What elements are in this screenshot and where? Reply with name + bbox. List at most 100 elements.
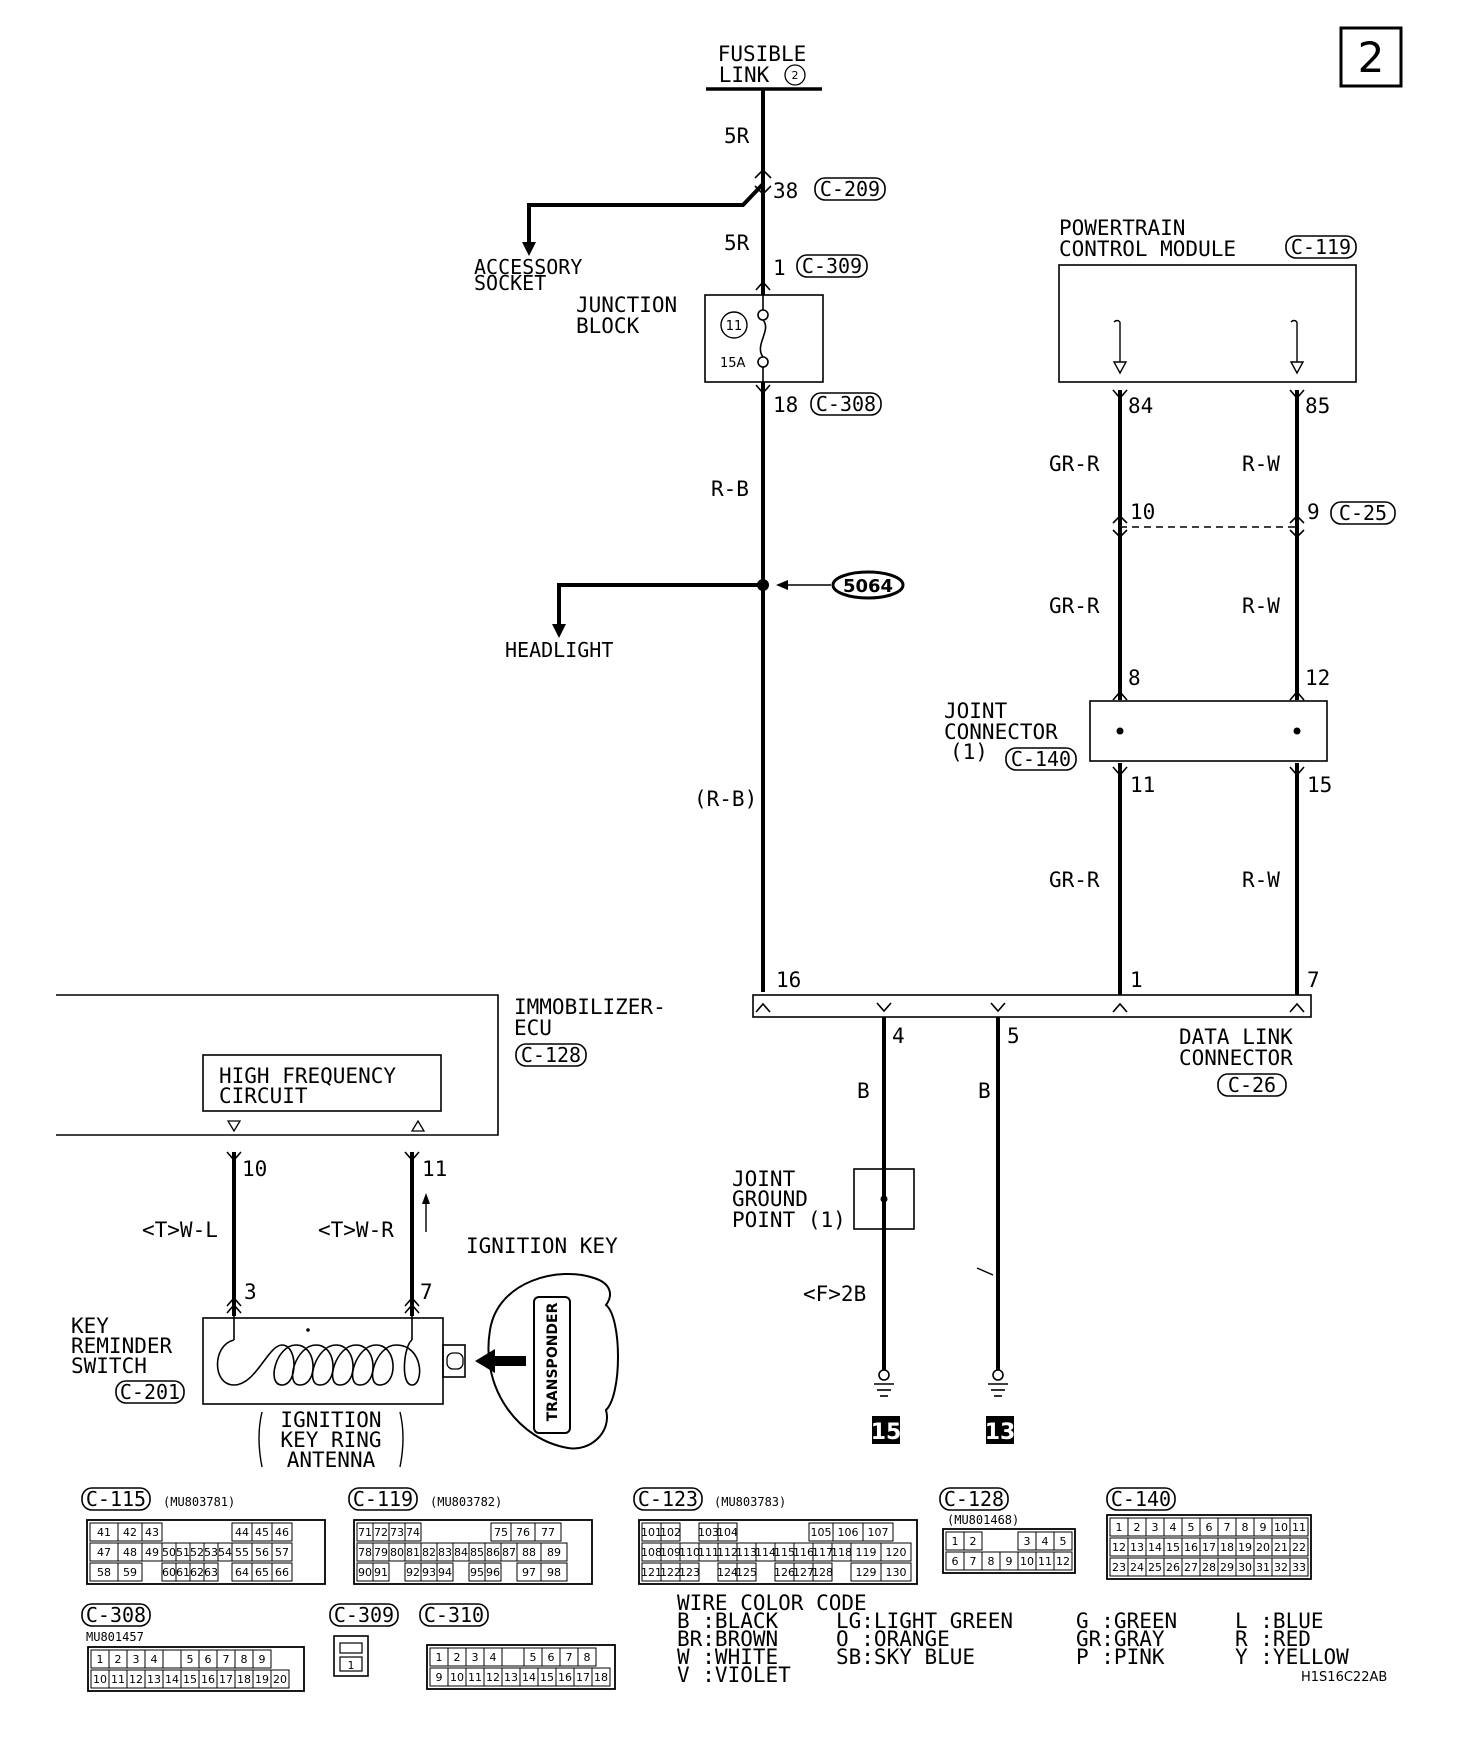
drawing-code: H1S16C22AB bbox=[1301, 1670, 1387, 1685]
page-number-box: 2 bbox=[1339, 26, 1403, 88]
junction-block: JUNCTION BLOCK 11 15A bbox=[576, 293, 824, 383]
badge-c128 bbox=[515, 1043, 587, 1067]
svg-text:B :BLACK: B :BLACK bbox=[677, 1609, 779, 1633]
antenna-label: IGNITION KEY RING ANTENNA bbox=[258, 1408, 404, 1472]
wire-color-code: WIRE COLOR CODE B :BLACK BR:BROWN W :WHI… bbox=[677, 1591, 1349, 1687]
pin-38: 38 bbox=[773, 179, 798, 203]
key-reminder-switch: KEY REMINDER SWITCH C-201 bbox=[71, 1314, 466, 1405]
svg-text:29: 29 bbox=[1220, 1561, 1234, 1574]
svg-text:SB:SKY BLUE: SB:SKY BLUE bbox=[836, 1645, 975, 1669]
svg-text:12: 12 bbox=[129, 1673, 143, 1686]
antenna-label-3: ANTENNA bbox=[287, 1448, 376, 1472]
svg-text:C-308: C-308 bbox=[86, 1603, 146, 1627]
svg-text:72: 72 bbox=[374, 1526, 388, 1539]
pin-85: 85 bbox=[1305, 394, 1330, 418]
pin-1-c309: 1 bbox=[773, 256, 786, 280]
svg-text:11: 11 bbox=[1038, 1555, 1052, 1568]
svg-text:120: 120 bbox=[886, 1546, 907, 1559]
svg-text:11: 11 bbox=[468, 1671, 482, 1684]
svg-text:91: 91 bbox=[374, 1566, 388, 1579]
svg-text:9: 9 bbox=[1006, 1555, 1013, 1568]
svg-text:(MU803783): (MU803783) bbox=[714, 1495, 786, 1509]
svg-text:3: 3 bbox=[1152, 1521, 1159, 1534]
svg-text:GR:GRAY: GR:GRAY bbox=[1076, 1627, 1165, 1651]
immobilizer-label-2: ECU bbox=[514, 1016, 552, 1040]
svg-text:12: 12 bbox=[486, 1671, 500, 1684]
pcm-label-2: CONTROL MODULE bbox=[1059, 237, 1236, 261]
antenna-coil bbox=[216, 1316, 421, 1386]
svg-text:117: 117 bbox=[812, 1546, 833, 1559]
svg-text:87: 87 bbox=[502, 1546, 516, 1559]
dlc-label: DATA LINK bbox=[1179, 1025, 1293, 1049]
svg-text:10: 10 bbox=[93, 1673, 107, 1686]
svg-text:20: 20 bbox=[1256, 1541, 1270, 1554]
jgp-label-2: GROUND bbox=[732, 1187, 808, 1211]
svg-text:73: 73 bbox=[390, 1526, 404, 1539]
svg-text:8: 8 bbox=[988, 1555, 995, 1568]
svg-text:129: 129 bbox=[856, 1566, 877, 1579]
badge-c119 bbox=[1285, 235, 1357, 259]
svg-text:26: 26 bbox=[1166, 1561, 1180, 1574]
svg-text:6: 6 bbox=[1206, 1521, 1213, 1534]
svg-text:65: 65 bbox=[255, 1566, 269, 1579]
svg-text:47: 47 bbox=[97, 1546, 111, 1559]
svg-text:128: 128 bbox=[812, 1566, 833, 1579]
svg-text:126: 126 bbox=[774, 1566, 795, 1579]
fuse-rating: 15A bbox=[720, 356, 746, 371]
svg-text:94: 94 bbox=[438, 1566, 452, 1579]
connector-view-c309: C-309 1 bbox=[329, 1603, 399, 1677]
krs-label-3: SWITCH bbox=[71, 1354, 147, 1378]
svg-text:11: 11 bbox=[1292, 1521, 1306, 1534]
svg-text:8: 8 bbox=[1242, 1521, 1249, 1534]
badge-c201-text: C-201 bbox=[120, 1380, 180, 1404]
ground-number-15: 15 bbox=[871, 1420, 902, 1445]
svg-text:33: 33 bbox=[1292, 1561, 1306, 1574]
svg-text:124: 124 bbox=[717, 1566, 738, 1579]
svg-text:79: 79 bbox=[374, 1546, 388, 1559]
svg-text:8: 8 bbox=[584, 1651, 591, 1664]
joint-connector-label-2: CONNECTOR bbox=[944, 720, 1058, 744]
fuse-number: 11 bbox=[726, 319, 743, 334]
svg-text:123: 123 bbox=[679, 1566, 700, 1579]
junction-block-label-2: BLOCK bbox=[576, 314, 640, 338]
wire-color-code-title: WIRE COLOR CODE bbox=[677, 1591, 867, 1615]
svg-text:114: 114 bbox=[755, 1546, 776, 1559]
svg-text:18: 18 bbox=[1220, 1541, 1234, 1554]
svg-text:(MU803781): (MU803781) bbox=[163, 1495, 235, 1509]
svg-text:1: 1 bbox=[1116, 1521, 1123, 1534]
svg-text:44: 44 bbox=[235, 1526, 249, 1539]
svg-text:5: 5 bbox=[1188, 1521, 1195, 1534]
svg-text:LG:LIGHT GREEN: LG:LIGHT GREEN bbox=[836, 1609, 1013, 1633]
high-frequency-circuit bbox=[202, 1054, 442, 1112]
svg-text:77: 77 bbox=[541, 1526, 555, 1539]
svg-text:3: 3 bbox=[472, 1651, 479, 1664]
pcm-label: POWERTRAIN bbox=[1059, 216, 1185, 240]
ignition-key-arrow-icon bbox=[475, 1349, 526, 1373]
badge-c25: C-25 bbox=[1330, 501, 1396, 525]
wire-5r-lower: 5R bbox=[724, 231, 750, 255]
svg-text:19: 19 bbox=[1238, 1541, 1252, 1554]
transponder-label: TRANSPONDER bbox=[545, 1302, 561, 1421]
svg-text:MU801457: MU801457 bbox=[86, 1630, 144, 1644]
svg-text:G :GREEN: G :GREEN bbox=[1076, 1609, 1177, 1633]
fusible-link-number: 2 bbox=[792, 69, 799, 82]
svg-text:53: 53 bbox=[204, 1546, 218, 1559]
svg-text:18: 18 bbox=[594, 1671, 608, 1684]
pin-12: 12 bbox=[1305, 666, 1330, 690]
wire-b-2: B bbox=[978, 1079, 991, 1103]
hf-circuit-label-2: CIRCUIT bbox=[219, 1084, 308, 1108]
svg-text:92: 92 bbox=[406, 1566, 420, 1579]
svg-text:80: 80 bbox=[390, 1546, 404, 1559]
svg-text:111: 111 bbox=[698, 1546, 719, 1559]
jgp-label-3: POINT (1) bbox=[732, 1208, 846, 1232]
fusible-link-number-circle bbox=[784, 64, 806, 86]
svg-text:82: 82 bbox=[422, 1546, 436, 1559]
svg-text:W :WHITE: W :WHITE bbox=[677, 1645, 778, 1669]
svg-text:24: 24 bbox=[1130, 1561, 1144, 1574]
fusible-link-label-2: LINK bbox=[719, 63, 770, 87]
svg-text:127: 127 bbox=[793, 1566, 814, 1579]
svg-text:64: 64 bbox=[235, 1566, 249, 1579]
wire-rb-paren: (R-B) bbox=[694, 787, 757, 811]
